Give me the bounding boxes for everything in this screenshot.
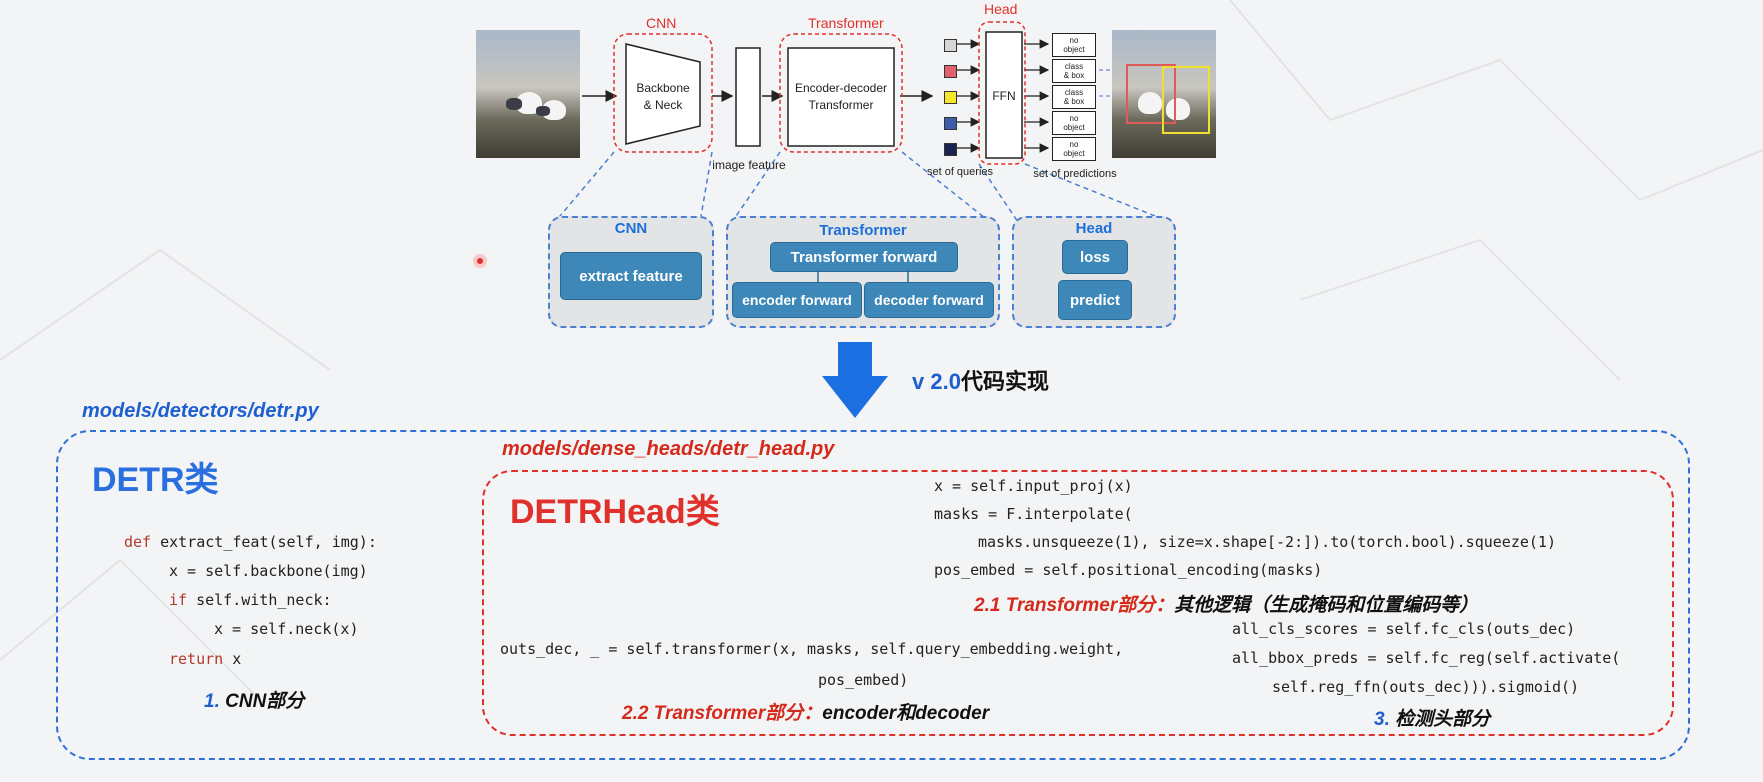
transformer-region-label: Transformer — [808, 15, 884, 31]
cnn-panel-title: CNN — [614, 220, 648, 237]
transformer-panel: Transformer Transformer forward encoder … — [726, 216, 1000, 328]
code-line: masks.unsqueeze(1), size=x.shape[-2:]).t… — [978, 533, 1556, 551]
ffn-label: FFN — [992, 89, 1016, 103]
code-line: self.reg_ffn(outs_dec))).sigmoid() — [1272, 678, 1580, 696]
caption-text: 其他逻辑（生成掩码和位置编码等） — [1174, 595, 1479, 616]
head-region-label: Head — [984, 1, 1018, 17]
pipeline-arrows — [554, 21, 1171, 223]
head-panel-title: Head — [1075, 220, 1113, 237]
transformer-panel-title: Transformer — [819, 222, 907, 239]
cursor-dot — [473, 254, 487, 268]
head-panel: Head loss predict — [1012, 216, 1176, 328]
output-image — [1112, 30, 1216, 158]
code-line: pos_embed = self.positional_encoding(mas… — [934, 561, 1323, 579]
version-caption-text: 代码实现 — [960, 369, 1049, 394]
cnn-panel: CNN extract feature — [548, 216, 714, 328]
caption-number: 2.2 Transformer部分： — [622, 703, 823, 724]
prediction-box: no object — [1052, 111, 1096, 135]
detr-class-title: DETR类 — [92, 461, 219, 499]
backbone-neck-label: Backbone & Neck — [636, 81, 690, 112]
cnn-section-caption: 1. CNN部分 — [204, 686, 304, 713]
caption-number: 3. — [1374, 709, 1390, 730]
version-caption: v 2.0代码实现 — [912, 364, 1049, 396]
caption-text: encoder和decoder — [822, 703, 990, 724]
code-line: outs_dec, _ = self.transformer(x, masks,… — [500, 640, 1124, 658]
head-section-caption: 3. 检测头部分 — [1374, 704, 1490, 731]
prediction-box: no object — [1052, 33, 1096, 57]
transformer-forward-button[interactable]: Transformer forward — [770, 242, 958, 272]
caption-number: 2.1 Transformer部分： — [974, 595, 1175, 616]
caption-text: 检测头部分 — [1389, 709, 1491, 730]
detr-outer-box — [56, 430, 1690, 760]
caption-number: 1. — [204, 691, 220, 712]
caption-text: CNN部分 — [219, 691, 305, 712]
detection-box-yellow — [1162, 66, 1210, 134]
set-of-queries-label: set of queries — [926, 166, 994, 178]
query-token — [944, 143, 957, 156]
loss-button[interactable]: loss — [1062, 240, 1128, 274]
encoder-decoder-label: Encoder-decoder Transformer — [794, 81, 888, 112]
transformer-tree-lines — [817, 270, 909, 282]
query-token — [944, 39, 957, 52]
code-line: all_cls_scores = self.fc_cls(outs_dec) — [1232, 620, 1576, 638]
detector-file-path: models/detectors/detr.py — [82, 400, 319, 422]
detection-box-red — [1126, 64, 1176, 124]
decoder-forward-button[interactable]: decoder forward — [864, 282, 994, 318]
code-line: masks = F.interpolate( — [934, 505, 1133, 523]
head-file-path: models/dense_heads/detr_head.py — [502, 438, 835, 460]
version-number: v 2.0 — [912, 369, 961, 394]
prediction-box: class & box — [1052, 85, 1096, 109]
prediction-box: class & box — [1052, 59, 1096, 83]
transformer-other-caption: 2.1 Transformer部分：其他逻辑（生成掩码和位置编码等） — [974, 590, 1478, 617]
extract-feature-button[interactable]: extract feature — [560, 252, 702, 300]
set-of-predictions-label: set of predictions — [1033, 168, 1117, 180]
encoder-forward-button[interactable]: encoder forward — [732, 282, 862, 318]
code-line: if self.with_neck: — [169, 591, 332, 609]
query-token — [944, 65, 957, 78]
code-line: pos_embed) — [818, 671, 909, 689]
query-token — [944, 117, 957, 130]
code-line: x = self.backbone(img) — [169, 562, 368, 580]
prediction-box: no object — [1052, 137, 1096, 161]
code-line: def extract_feat(self, img): — [124, 533, 377, 551]
transformer-encdec-caption: 2.2 Transformer部分：encoder和decoder — [622, 698, 989, 725]
query-token — [944, 91, 957, 104]
cnn-region-label: CNN — [646, 15, 677, 31]
code-line: all_bbox_preds = self.fc_reg(self.activa… — [1232, 649, 1621, 667]
detrhead-inner-box — [482, 470, 1674, 736]
image-feature-label: image feature — [712, 158, 786, 172]
code-line: x = self.input_proj(x) — [934, 477, 1133, 495]
detrhead-class-title: DETRHead类 — [510, 493, 720, 531]
input-image — [476, 30, 580, 158]
predict-button[interactable]: predict — [1058, 280, 1132, 320]
down-arrow-icon — [822, 342, 888, 418]
code-line: return x — [169, 650, 242, 668]
code-line: x = self.neck(x) — [214, 620, 359, 638]
